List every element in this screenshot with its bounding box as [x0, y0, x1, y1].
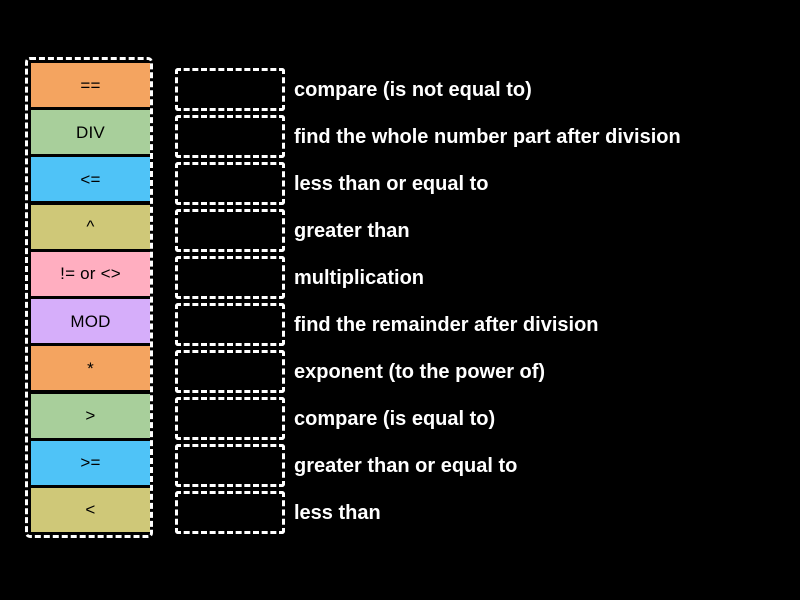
answer-tile[interactable]: <=	[31, 157, 150, 202]
tile-stack[interactable]: == DIV <= ^ != or <> MOD * > >= <	[25, 57, 153, 538]
answer-label: find the whole number part after divisio…	[294, 125, 681, 148]
answer-row: compare (is not equal to)	[175, 66, 785, 113]
drop-zone[interactable]	[175, 162, 285, 205]
answer-tile[interactable]: != or <>	[31, 251, 150, 296]
answer-tile-label: >	[85, 406, 96, 426]
answer-row: exponent (to the power of)	[175, 348, 785, 395]
drop-zone[interactable]	[175, 256, 285, 299]
answer-tile-label: MOD	[70, 311, 111, 331]
answer-row: greater than	[175, 207, 785, 254]
answer-row: less than or equal to	[175, 160, 785, 207]
answer-label: greater than	[294, 219, 410, 242]
drop-zone[interactable]	[175, 115, 285, 158]
answer-label: multiplication	[294, 266, 424, 289]
answer-list: compare (is not equal to) find the whole …	[175, 66, 785, 536]
answer-row: find the whole number part after divisio…	[175, 113, 785, 160]
answer-tile[interactable]: <	[31, 487, 150, 532]
answer-tile[interactable]: >=	[31, 440, 150, 485]
answer-label: less than	[294, 501, 381, 524]
answer-label: find the remainder after division	[294, 313, 599, 336]
answer-row: less than	[175, 489, 785, 536]
answer-tile-label: != or <>	[60, 264, 121, 284]
answer-tile-label: DIV	[76, 122, 105, 142]
drop-zone[interactable]	[175, 491, 285, 534]
answer-label: less than or equal to	[294, 172, 489, 195]
answer-label: exponent (to the power of)	[294, 360, 546, 383]
drop-zone[interactable]	[175, 303, 285, 346]
answer-tile[interactable]: ==	[31, 63, 150, 107]
answer-row: find the remainder after division	[175, 301, 785, 348]
answer-tile-label: <	[85, 500, 96, 520]
answer-label: compare (is equal to)	[294, 407, 496, 430]
answer-label: compare (is not equal to)	[294, 78, 532, 101]
answer-tile[interactable]: *	[31, 346, 150, 391]
answer-tile-label: *	[87, 358, 94, 378]
drop-zone[interactable]	[175, 350, 285, 393]
drop-zone[interactable]	[175, 209, 285, 252]
answer-row: multiplication	[175, 254, 785, 301]
answer-row: compare (is equal to)	[175, 395, 785, 442]
answer-tile[interactable]: ^	[31, 204, 150, 249]
answer-tile-label: <=	[80, 169, 101, 189]
answer-tile-label: >=	[80, 453, 101, 473]
drop-zone[interactable]	[175, 444, 285, 487]
answer-tile[interactable]: MOD	[31, 299, 150, 344]
answer-tile-label: ^	[86, 217, 95, 237]
answer-tile[interactable]: DIV	[31, 110, 150, 155]
answer-tile-label: ==	[80, 75, 101, 95]
drop-zone[interactable]	[175, 68, 285, 111]
answer-row: greater than or equal to	[175, 442, 785, 489]
answer-tile[interactable]: >	[31, 393, 150, 438]
answer-label: greater than or equal to	[294, 454, 518, 477]
drop-zone[interactable]	[175, 397, 285, 440]
